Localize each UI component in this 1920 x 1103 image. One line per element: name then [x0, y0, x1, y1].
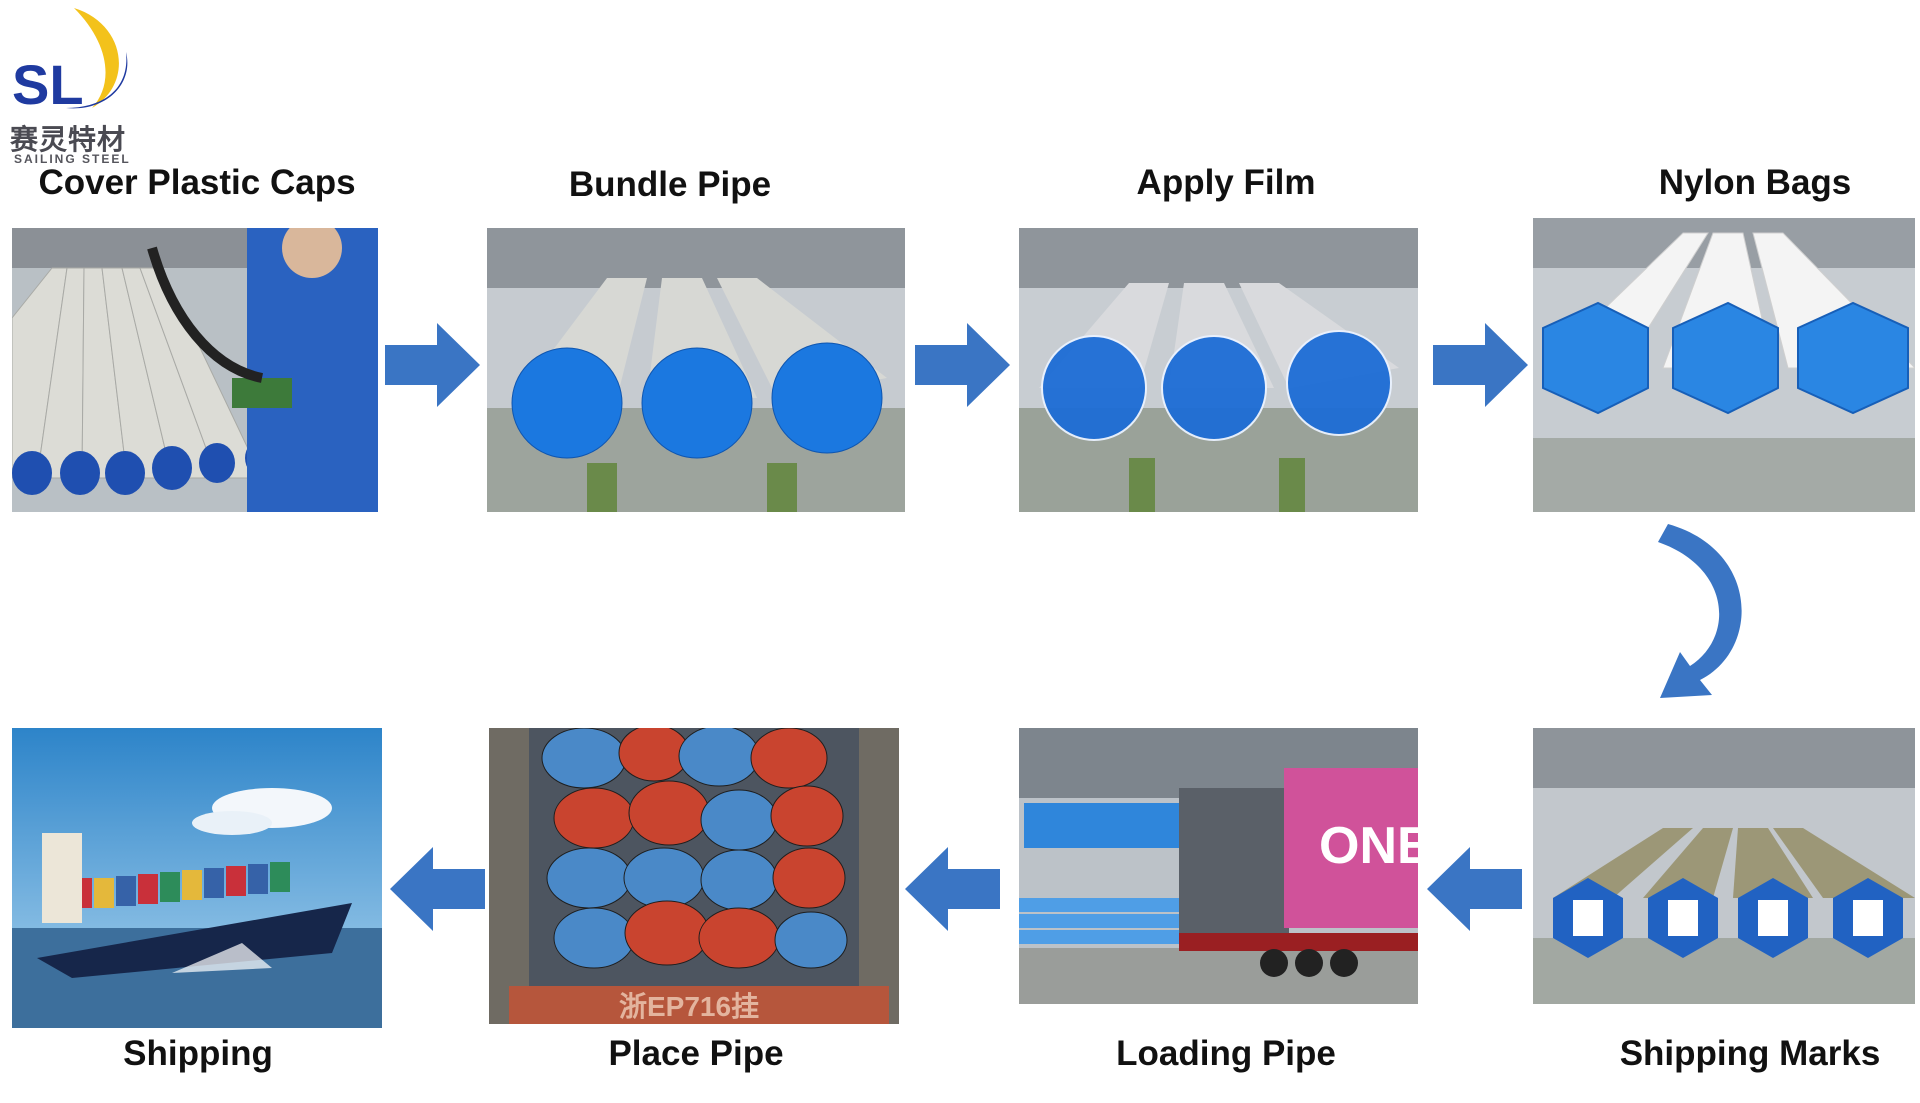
step-label-bundle-pipe: Bundle Pipe — [568, 165, 772, 204]
step-label-shipping: Shipping — [123, 1034, 273, 1073]
logo-mark-icon: SL — [12, 8, 128, 116]
photo-nylon-bags — [1533, 218, 1915, 512]
curved-arrow-down-icon — [1658, 524, 1742, 698]
photo-bundle-pipe — [487, 228, 905, 512]
arrow-right-icon — [1433, 323, 1528, 407]
step-label-place-pipe: Place Pipe — [608, 1034, 784, 1073]
step-label-loading-pipe: Loading Pipe — [1116, 1034, 1336, 1073]
logo-english-name: SAILING STEEL — [14, 152, 131, 166]
arrow-left-icon — [1427, 847, 1522, 931]
photo-loading-pipe: ONE — [1019, 728, 1418, 1004]
step-label-apply-film: Apply Film — [1136, 163, 1316, 202]
arrow-right-icon — [385, 323, 480, 407]
step-label-nylon-bags: Nylon Bags — [1658, 163, 1852, 202]
photo-shipping-marks — [1533, 728, 1915, 1004]
arrow-left-icon — [905, 847, 1000, 931]
photo-shipping — [12, 728, 382, 1028]
photo-place-pipe: 浙EP716挂 — [489, 728, 899, 1024]
arrow-left-icon — [390, 847, 485, 931]
container-brand-text: ONE — [1319, 817, 1418, 875]
company-logo: SL 赛灵特材 SAILING STEEL — [6, 4, 146, 166]
logo-chinese-name: 赛灵特材 — [10, 123, 127, 156]
photo-apply-film — [1019, 228, 1418, 512]
step-label-cover-plastic-caps: Cover Plastic Caps — [38, 163, 356, 202]
step-label-shipping-marks: Shipping Marks — [1619, 1034, 1881, 1073]
truck-plate-text: 浙EP716挂 — [619, 991, 759, 1022]
photo-cover-plastic-caps — [12, 228, 378, 512]
arrow-right-icon — [915, 323, 1010, 407]
logo-monogram: SL — [12, 53, 84, 116]
